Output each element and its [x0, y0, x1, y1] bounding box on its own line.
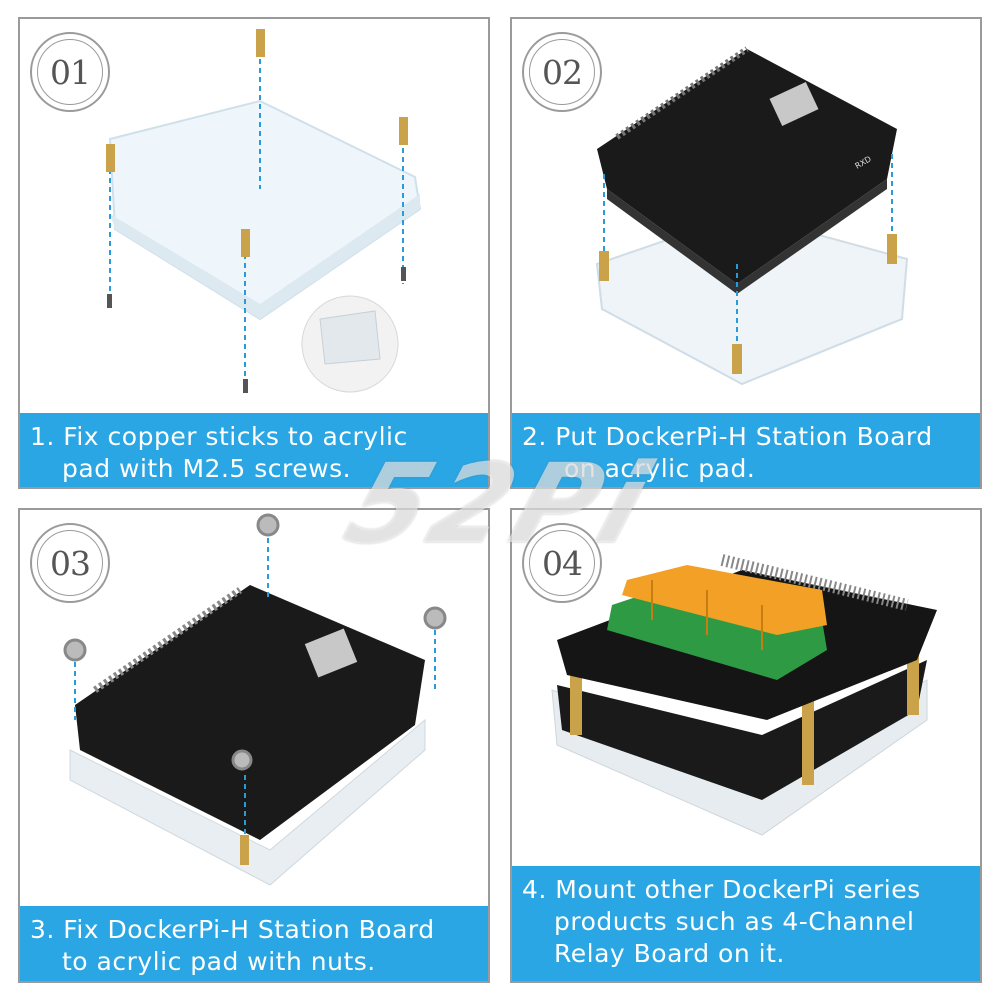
step-3-caption: 3. Fix DockerPi-H Station Board to acryl… — [20, 906, 488, 981]
step-1-panel: 01 1. Fix copper sticks to acrylic pad w… — [18, 17, 490, 489]
step-number-badge: 03 — [30, 523, 110, 603]
step-2-caption: 2. Put DockerPi-H Station Board on acryl… — [512, 413, 980, 487]
step-2-panel: 02 RXD 2. Put DockerPi-H Station Board o… — [510, 17, 982, 489]
step-number-badge: 01 — [30, 32, 110, 112]
relay-board-stack-illustration — [551, 554, 937, 836]
step-3-panel: 03 3. Fix DockerPi-H Station Board to ac… — [18, 508, 490, 983]
step-number-badge: 02 — [522, 32, 602, 112]
step-4-caption: 4. Mount other DockerPi series products … — [512, 866, 980, 981]
step-number-badge: 04 — [522, 523, 602, 603]
step-4-panel: 04 4. Mount other DockerPi series produc… — [510, 508, 982, 983]
step-1-caption: 1. Fix copper sticks to acrylic pad with… — [20, 413, 488, 487]
acrylic-pad-assembly-illustration — [106, 29, 422, 393]
board-fixing-illustration — [63, 513, 447, 886]
station-board-placement-illustration: RXD — [595, 46, 909, 386]
brand-watermark: 52Pi — [331, 440, 669, 568]
